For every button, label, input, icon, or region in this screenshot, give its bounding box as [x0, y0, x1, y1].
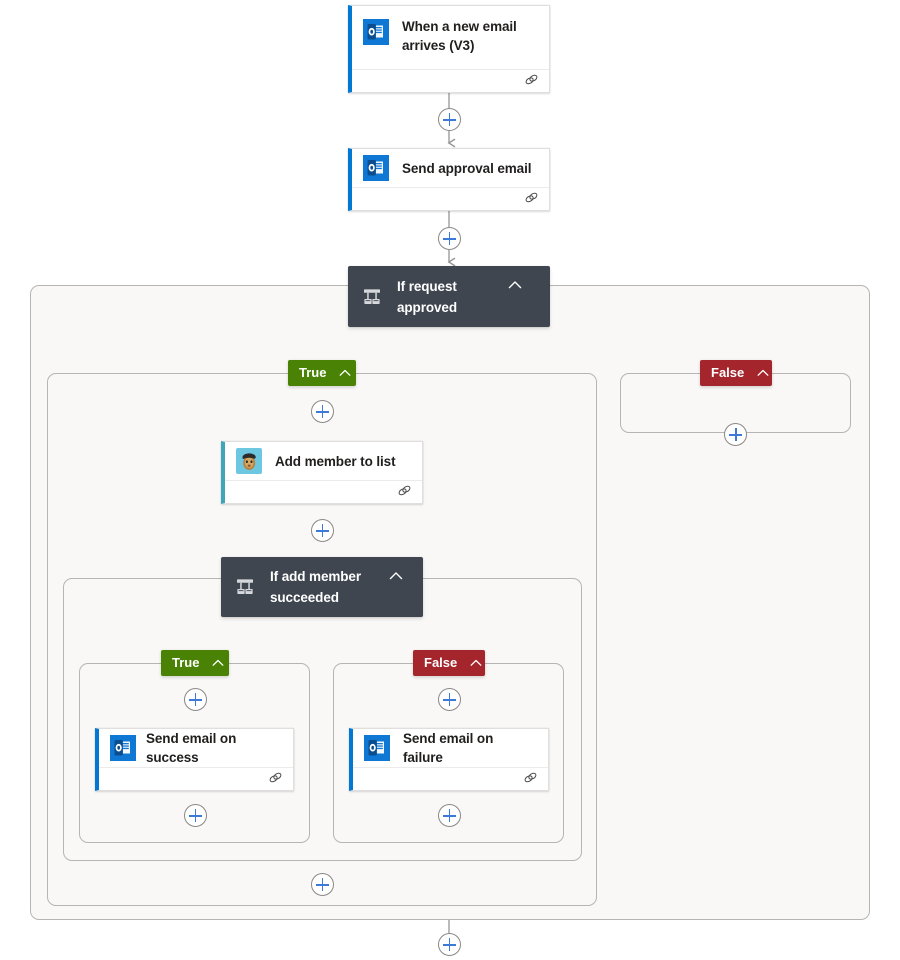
card-footer: [353, 767, 548, 792]
node-add-member-to-list[interactable]: Add member to list: [221, 441, 423, 504]
card-footer: [352, 187, 549, 212]
node-title: Add member to list: [275, 453, 396, 469]
condition-branch-icon: [234, 576, 256, 598]
outlook-icon: [363, 155, 389, 181]
add-step-inner-false-bottom[interactable]: [437, 804, 461, 827]
branch-badge-inner-false[interactable]: False: [413, 650, 485, 676]
card-header: Send email on failure: [353, 729, 548, 767]
node-if-request-approved[interactable]: If request approved: [348, 266, 550, 327]
card-header: Send email on success: [99, 729, 293, 767]
link-icon[interactable]: [268, 770, 283, 790]
card-header: Add member to list: [225, 442, 422, 480]
link-icon[interactable]: [524, 72, 539, 92]
outlook-icon: [363, 19, 389, 45]
node-title: Send email on failure: [403, 731, 494, 765]
card-footer: [225, 480, 422, 505]
node-title: Send approval email: [402, 160, 532, 176]
node-when-a-new-email-arrives[interactable]: When a new email arrives (V3): [348, 5, 550, 93]
condition-branch-icon: [361, 286, 383, 308]
branch-label: False: [711, 365, 745, 380]
add-step-inner-false-top[interactable]: [437, 688, 461, 711]
branch-badge-outer-false[interactable]: False: [700, 360, 772, 386]
chevron-up-icon[interactable]: [756, 366, 770, 380]
add-step-inner-true-bottom[interactable]: [183, 804, 207, 827]
card-header: Send approval email: [352, 149, 549, 187]
branch-label: True: [299, 365, 327, 380]
node-send-approval-email[interactable]: Send approval email: [348, 148, 550, 211]
add-step-after-trigger[interactable]: [437, 108, 461, 131]
node-title: If add member succeeded: [270, 569, 361, 605]
branch-label: True: [172, 655, 200, 670]
node-send-email-on-failure[interactable]: Send email on failure: [349, 728, 549, 791]
add-step-outer-true-bottom[interactable]: [310, 873, 334, 896]
node-send-email-on-success[interactable]: Send email on success: [95, 728, 294, 791]
card-header: When a new email arrives (V3): [352, 6, 549, 69]
chevron-up-icon[interactable]: [507, 277, 523, 293]
add-step-outer-true-top[interactable]: [310, 400, 334, 423]
add-step-outer-false[interactable]: [724, 423, 747, 446]
mailchimp-icon: [236, 448, 262, 474]
node-title: Send email on success: [146, 731, 237, 765]
branch-badge-inner-true[interactable]: True: [161, 650, 229, 676]
node-title: When a new email arrives (V3): [402, 19, 517, 53]
node-title: If request approved: [397, 278, 457, 315]
chevron-up-icon[interactable]: [211, 656, 225, 670]
chevron-up-icon[interactable]: [338, 366, 352, 380]
add-step-inner-true-top[interactable]: [183, 688, 207, 711]
add-step-after-add-member[interactable]: [310, 519, 334, 542]
branch-label: False: [424, 655, 458, 670]
link-icon[interactable]: [523, 770, 538, 790]
node-if-add-member-succeeded[interactable]: If add member succeeded: [221, 557, 423, 617]
outlook-icon: [110, 735, 136, 761]
link-icon[interactable]: [524, 190, 539, 210]
outlook-icon: [364, 735, 390, 761]
add-step-flow-end[interactable]: [437, 933, 461, 956]
chevron-up-icon[interactable]: [388, 568, 404, 584]
add-step-after-send-approval[interactable]: [437, 227, 461, 250]
chevron-up-icon[interactable]: [469, 656, 483, 670]
branch-badge-outer-true[interactable]: True: [288, 360, 356, 386]
link-icon[interactable]: [397, 483, 412, 503]
card-footer: [99, 767, 293, 792]
card-footer: [352, 69, 549, 94]
